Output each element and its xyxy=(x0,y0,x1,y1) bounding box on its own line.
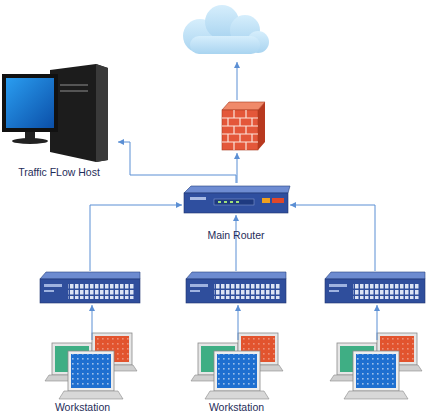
workstation-node: Workstation xyxy=(35,328,130,413)
link-line xyxy=(377,305,378,340)
link-line xyxy=(290,205,375,271)
link-line xyxy=(236,215,237,271)
router-node: Main Router xyxy=(178,183,294,241)
node-label: Traffic FLow Host xyxy=(0,166,118,178)
link-line xyxy=(238,305,239,340)
workstation-icon xyxy=(330,333,422,399)
workstation-icon xyxy=(191,333,283,399)
link-line xyxy=(237,153,238,183)
network-links xyxy=(90,62,377,340)
host-node: Traffic FLow Host xyxy=(0,62,118,178)
workstation-node: Workstation xyxy=(189,328,284,413)
connector-arrow xyxy=(118,142,236,183)
switch-icon xyxy=(325,272,425,303)
workstation-icon xyxy=(45,333,137,399)
link-line xyxy=(237,62,238,100)
node-label: Main Router xyxy=(178,229,294,241)
link-line xyxy=(90,205,182,271)
link-line xyxy=(92,305,93,340)
switch-icon xyxy=(40,272,140,303)
host-computer-icon xyxy=(2,64,108,162)
router-icon xyxy=(184,186,290,213)
internet-cloud xyxy=(183,5,269,54)
switch-icon xyxy=(186,272,286,303)
node-label: Workstation xyxy=(35,401,130,413)
node-label: Workstation xyxy=(189,401,284,413)
firewall-icon xyxy=(222,102,265,150)
